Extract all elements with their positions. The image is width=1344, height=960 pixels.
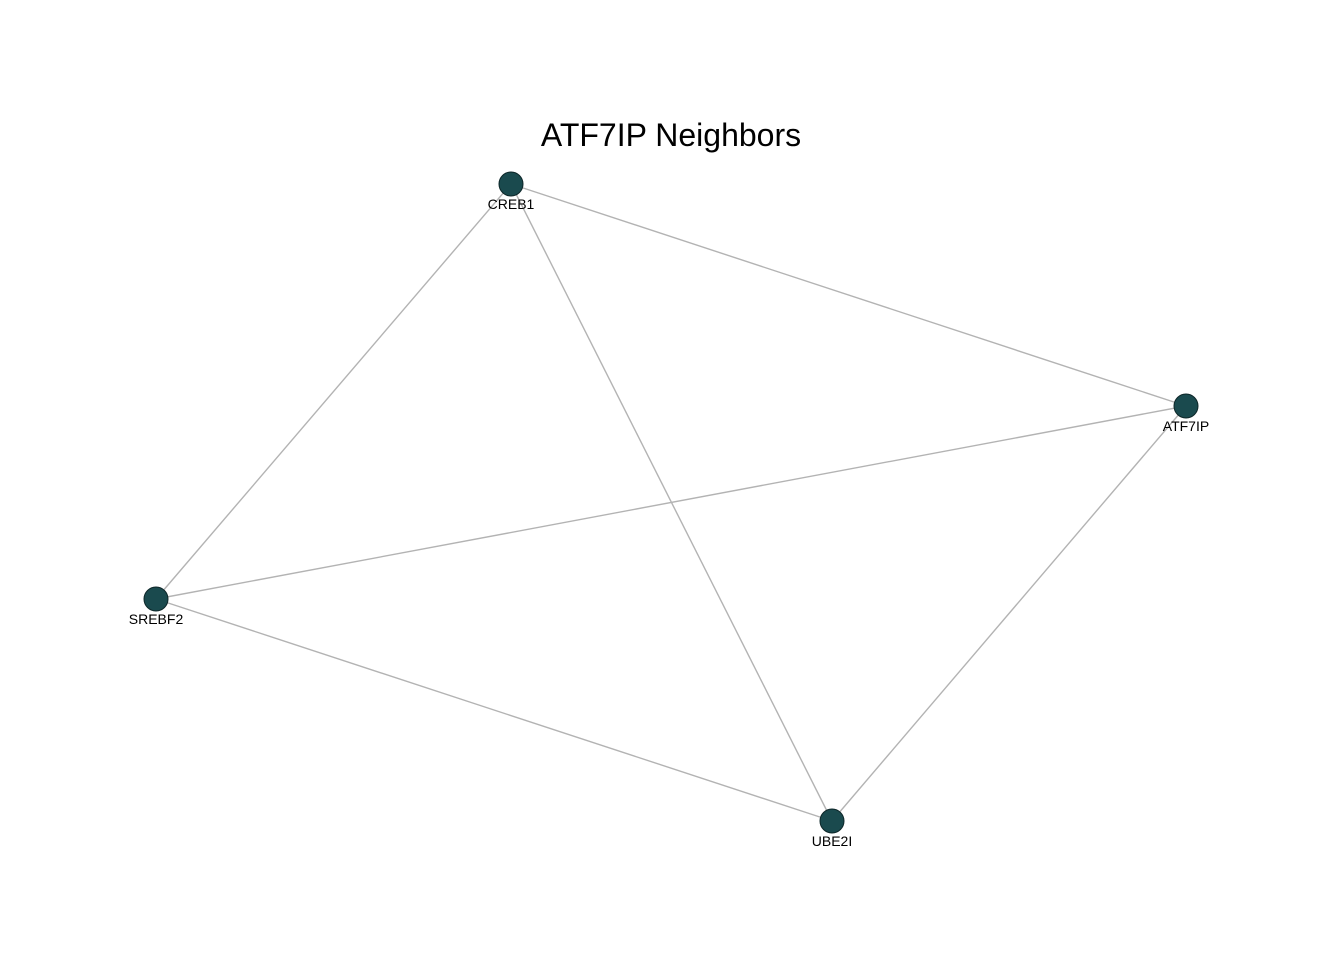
node-label: UBE2I: [812, 833, 852, 849]
node-label: SREBF2: [129, 611, 184, 627]
edge-creb1-atf7ip: [510, 183, 1187, 407]
node-ube2i: UBE2I: [812, 808, 852, 849]
diagram-title: ATF7IP Neighbors: [541, 117, 801, 153]
node-circle: [143, 586, 169, 612]
node-circle: [1173, 393, 1199, 419]
edges-layer: [155, 183, 1187, 822]
node-creb1: CREB1: [488, 171, 535, 212]
node-atf7ip: ATF7IP: [1163, 393, 1209, 434]
node-circle: [819, 808, 845, 834]
edge-srebf2-ube2i: [155, 598, 833, 822]
node-label: ATF7IP: [1163, 418, 1209, 434]
node-srebf2: SREBF2: [129, 586, 184, 627]
edge-creb1-srebf2: [155, 183, 512, 600]
node-label: CREB1: [488, 196, 535, 212]
edge-srebf2-atf7ip: [155, 405, 1187, 600]
node-circle: [498, 171, 524, 197]
edge-ube2i-atf7ip: [831, 405, 1187, 822]
